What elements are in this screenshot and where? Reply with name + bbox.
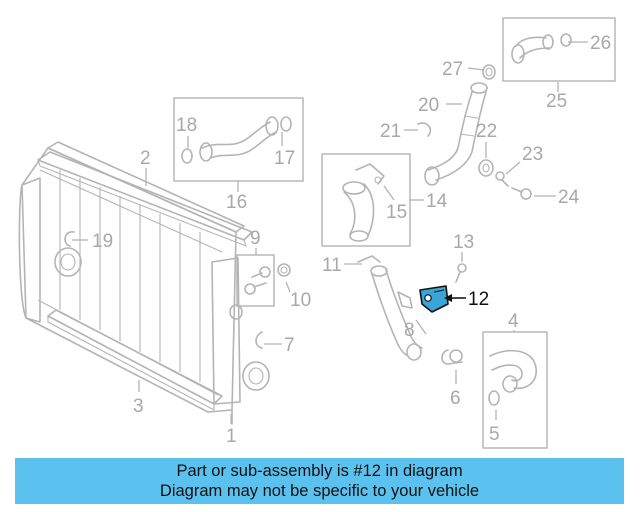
callout-3: 3 <box>133 396 144 417</box>
clamp-19 <box>64 231 75 247</box>
clip-7 <box>255 331 263 349</box>
clamp-6 <box>441 349 463 365</box>
callout-25: 25 <box>546 91 567 112</box>
hose-25 <box>511 33 572 64</box>
leader-lines <box>72 41 588 424</box>
lower-trim-strip <box>47 309 223 411</box>
callout-9: 9 <box>250 228 261 249</box>
callout-11: 11 <box>322 255 342 276</box>
callout-19: 19 <box>92 231 113 252</box>
callout-12: 12 <box>468 289 489 310</box>
callout-26: 26 <box>590 33 611 54</box>
callout-18: 18 <box>176 115 197 136</box>
callout-8: 8 <box>404 320 415 341</box>
bolt-box-9 <box>236 254 275 307</box>
bolts-9 <box>244 266 271 295</box>
callout-20: 20 <box>418 95 439 116</box>
charge-pipe-20 <box>424 82 488 186</box>
hose-box-4 <box>482 331 548 449</box>
info-banner: Part or sub-assembly is #12 in diagram D… <box>15 458 624 504</box>
callout-14: 14 <box>426 191 448 212</box>
callout-labels: 2 3 1 4 5 6 7 8 9 10 11 12 13 14 15 16 1… <box>92 33 611 447</box>
sensor-22 <box>478 159 494 177</box>
callout-16: 16 <box>226 192 247 213</box>
callout-22: 22 <box>476 121 497 142</box>
callout-6: 6 <box>450 388 461 409</box>
intercooler <box>18 141 270 425</box>
callout-27: 27 <box>442 59 463 80</box>
callout-15: 15 <box>386 202 407 223</box>
callout-5: 5 <box>489 424 500 445</box>
hose-box-25 <box>502 17 616 82</box>
bolt-24 <box>511 187 532 200</box>
sensor-12 <box>419 285 449 313</box>
callout-21: 21 <box>380 121 401 142</box>
callout-24: 24 <box>558 187 580 208</box>
banner-line-1: Part or sub-assembly is #12 in diagram <box>176 462 463 480</box>
callout-10: 10 <box>290 290 311 311</box>
upper-trim-strip <box>37 151 253 247</box>
callout-13: 13 <box>453 232 474 253</box>
callout-17: 17 <box>274 148 295 169</box>
duct-15 <box>342 163 385 242</box>
banner-line-2: Diagram may not be specific to your vehi… <box>159 482 480 500</box>
callout-2: 2 <box>140 148 151 169</box>
duct-8 <box>357 255 423 361</box>
bolt-13 <box>455 263 467 283</box>
callout-1: 1 <box>226 426 237 447</box>
callout-23: 23 <box>522 144 543 165</box>
clamp-21 <box>417 122 432 137</box>
callout-7: 7 <box>284 335 295 356</box>
clamp-27 <box>482 64 496 80</box>
callout-4: 4 <box>508 311 519 332</box>
bolt-23 <box>495 171 509 187</box>
hose-16 <box>181 116 292 164</box>
hose-4 <box>488 349 537 406</box>
nut-10 <box>277 263 291 277</box>
